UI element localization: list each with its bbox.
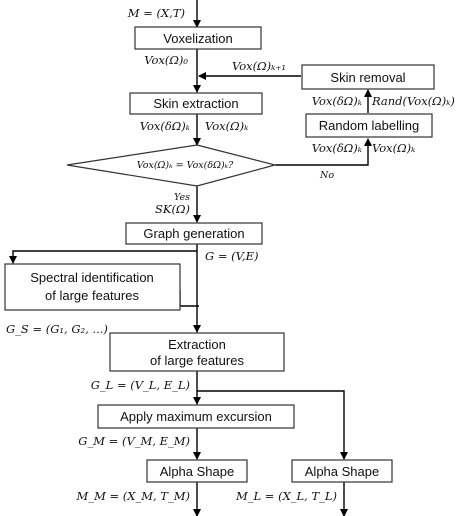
- graph-generation-box: [125, 222, 263, 245]
- skin-extraction-box: [129, 92, 263, 115]
- ml-label: M_L = (X_L, T_L): [235, 489, 337, 503]
- alpha-shape-left-label: Alpha Shape: [160, 464, 234, 479]
- spectral-identification-box: [4, 263, 181, 311]
- edge-spectral-to-main: [179, 290, 199, 307]
- edge-extraction-to-alpha-right: [197, 390, 348, 460]
- vox0-label: Vox(Ω)₀: [144, 53, 188, 67]
- no-vox-left-label: Vox(δΩ)ₖ: [312, 141, 362, 155]
- rand-vox-right-label: Rand(Vox(Ω)ₖ): [371, 94, 455, 108]
- gs-label: G_S = (G₁, G₂, ...): [6, 322, 108, 336]
- g-label: G = (V,E): [205, 249, 258, 263]
- mm-label: M_M = (X_M, T_M): [76, 489, 190, 503]
- skin-out-right-label: Vox(Ω)ₖ: [205, 119, 248, 133]
- extraction-label-line1: Extraction: [168, 337, 226, 352]
- alpha-shape-right-box: [291, 459, 393, 483]
- no-vox-right-label: Vox(Ω)ₖ: [372, 141, 415, 155]
- random-labelling-box: [305, 113, 433, 138]
- skin-removal-box: [301, 64, 435, 90]
- alpha-shape-right-label: Alpha Shape: [305, 464, 379, 479]
- input-label: M = (X,T): [127, 6, 185, 20]
- graph-generation-label: Graph generation: [143, 226, 244, 241]
- edge-graph-to-spectral: [9, 250, 197, 264]
- decision-diamond: [66, 144, 278, 187]
- skin-out-left-label: Vox(δΩ)ₖ: [140, 119, 190, 133]
- max-excursion-label: Apply maximum excursion: [120, 409, 272, 424]
- yes-label: Yes: [174, 192, 190, 203]
- random-labelling-label: Random labelling: [319, 118, 419, 133]
- sk-label: SK(Ω): [155, 202, 190, 216]
- extraction-box: [109, 332, 285, 372]
- alpha-shape-left-box: [146, 459, 248, 483]
- spectral-label-line1: Spectral identification: [30, 270, 154, 285]
- voxelization-box: [134, 26, 262, 50]
- voxelization-label: Voxelization: [163, 31, 232, 46]
- skin-extraction-label: Skin extraction: [153, 96, 238, 111]
- max-excursion-box: [97, 404, 295, 429]
- skin-removal-label: Skin removal: [330, 70, 405, 85]
- no-label: No: [319, 170, 334, 181]
- gl-label: G_L = (V_L, E_L): [91, 378, 190, 392]
- spectral-label-line2: of large features: [45, 288, 139, 303]
- gm-label: G_M = (V_M, E_M): [78, 434, 190, 448]
- extraction-label-line2: of large features: [150, 353, 244, 368]
- edge-decision-no: [275, 138, 372, 166]
- decision-label: Vox(Ω)ₖ = Vox(δΩ)ₖ?: [137, 160, 234, 171]
- voxk1-label: Vox(Ω)ₖ₊₁: [232, 59, 286, 73]
- rand-vox-left-label: Vox(δΩ)ₖ: [312, 94, 362, 108]
